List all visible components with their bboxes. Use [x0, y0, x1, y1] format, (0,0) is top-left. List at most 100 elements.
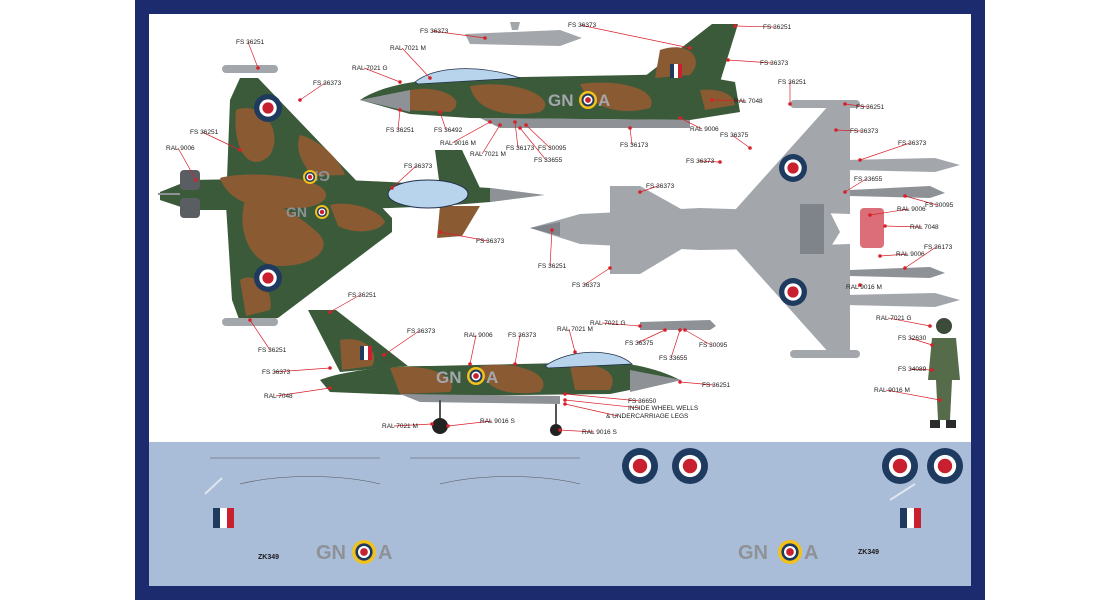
- callout-leader: [879, 253, 909, 257]
- callout-leader: [564, 393, 641, 402]
- callout-leader: [401, 47, 431, 79]
- callout-leader: [329, 294, 361, 313]
- callout-dot: [468, 362, 472, 366]
- callout-label: FS 36373: [568, 22, 597, 29]
- callout-leader: [451, 121, 491, 144]
- callout-label: FS 36373: [850, 128, 879, 135]
- callout-dot: [398, 108, 402, 112]
- callout-dot: [390, 186, 394, 190]
- callout-dot: [563, 398, 567, 402]
- callout-leader: [859, 142, 911, 161]
- callout-dot: [518, 126, 522, 130]
- callout-leader: [835, 129, 863, 132]
- callout-dot: [930, 368, 934, 372]
- callout-dot: [558, 428, 562, 432]
- callout-dot: [438, 230, 442, 234]
- callout-leader: [670, 329, 681, 359]
- callout-leader: [275, 387, 331, 397]
- callout-leader: [519, 127, 547, 161]
- callout-label: RAL 7021 M: [470, 151, 506, 158]
- callout-dot: [718, 160, 722, 164]
- callout-leader: [887, 317, 931, 327]
- pilot-figure: [928, 318, 960, 428]
- callout-leader: [481, 124, 501, 155]
- callout-leader: [909, 337, 933, 346]
- callout-leader: [884, 225, 923, 228]
- callout-leader: [249, 319, 271, 351]
- callout-label: FS 33655: [659, 355, 688, 362]
- callout-label: FS 36373: [262, 369, 291, 376]
- callout-label: FS 36251: [763, 24, 792, 31]
- callout-dot: [328, 366, 332, 370]
- callout-dot: [563, 402, 567, 406]
- callout-label: FS 36375: [625, 340, 654, 347]
- callout-label: FS 36251: [190, 129, 219, 136]
- side-lower-code-suffix: A: [486, 368, 498, 387]
- callout-label: FS 30095: [538, 145, 567, 152]
- callout-dot: [858, 158, 862, 162]
- callout-leader: [579, 24, 691, 49]
- decal-code-right: GN: [738, 542, 768, 564]
- callout-dot: [513, 120, 517, 124]
- callout-leader: [431, 30, 486, 39]
- callout-dot: [883, 224, 887, 228]
- callout-dot: [938, 398, 942, 402]
- callout-leader: [363, 67, 401, 83]
- callout-dot: [748, 146, 752, 150]
- callout-dot: [788, 102, 792, 106]
- callout-dot: [608, 266, 612, 270]
- callout-label: RAL 9006: [897, 206, 926, 213]
- top-view-aircraft: GN GN: [158, 65, 545, 326]
- callout-dot: [248, 318, 252, 322]
- callout-leader: [525, 124, 551, 149]
- callout-dot: [513, 362, 517, 366]
- callout-label: RAL 9006: [166, 145, 195, 152]
- callout-label: FS 34089: [898, 366, 927, 373]
- callout-dot: [858, 283, 862, 287]
- callout-label: FS 36373: [686, 158, 715, 165]
- decal-serial-right: ZK349: [858, 549, 879, 556]
- callout-leader: [469, 334, 477, 365]
- callout-leader: [393, 423, 433, 427]
- side-lower-code: GN: [436, 368, 462, 387]
- callout-label: FS 36373: [313, 80, 342, 87]
- callout-label: RAL 9006: [896, 251, 925, 258]
- callout-leader: [869, 208, 910, 216]
- callout-leader: [514, 121, 519, 149]
- callout-leader: [383, 330, 420, 356]
- callout-dot: [446, 424, 450, 428]
- callout-leader: [564, 399, 641, 409]
- callout-label: FS 36173: [506, 145, 535, 152]
- callout-dot: [903, 266, 907, 270]
- callout-leader: [549, 229, 553, 267]
- callout-label: FS 36251: [348, 292, 377, 299]
- callout-label: FS 30095: [925, 202, 954, 209]
- callout-dot: [298, 98, 302, 102]
- callout-leader: [568, 328, 576, 353]
- callout-dot: [563, 392, 567, 396]
- callout-dot: [678, 380, 682, 384]
- callout-leader: [844, 103, 869, 108]
- callout-label: RAL 9016 M: [846, 284, 882, 291]
- callout-leader: [731, 134, 751, 149]
- callout-label: RAL 7021 M: [557, 326, 593, 333]
- callout-leader: [247, 41, 259, 69]
- callout-dot: [256, 66, 260, 70]
- callout-dot: [928, 324, 932, 328]
- callout-label: FS 36373: [898, 140, 927, 147]
- callout-label: RAL 9006: [690, 126, 719, 133]
- side-view-lower-aircraft: GN A: [308, 310, 682, 436]
- callout-leader: [684, 329, 712, 346]
- callout-leader: [177, 147, 197, 181]
- callout-dot: [733, 24, 737, 28]
- callout-label: FS 36251: [258, 347, 287, 354]
- callout-label: FS 33655: [854, 176, 883, 183]
- decal-serial-left: ZK349: [258, 554, 279, 561]
- callout-label: FS 36251: [778, 79, 807, 86]
- callout-leader: [679, 381, 715, 386]
- callout-label: FS 36373: [404, 163, 433, 170]
- callout-dot: [438, 110, 442, 114]
- callout-label: FS 36173: [924, 244, 953, 251]
- callout-leader: [629, 127, 633, 146]
